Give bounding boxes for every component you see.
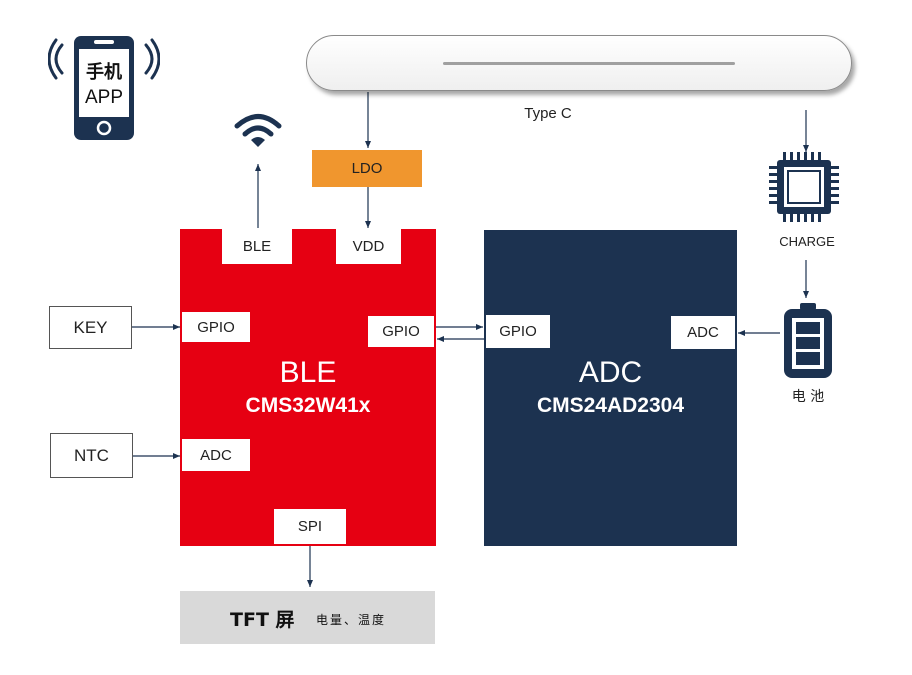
ble-pin-ble: BLE	[222, 229, 292, 264]
ldo-label: LDO	[351, 160, 383, 177]
ntc-input: NTC	[50, 433, 133, 478]
ldo-block: LDO	[312, 150, 422, 187]
ble-pin-spi: SPI	[274, 509, 346, 544]
tft-label: TFT 屏	[230, 609, 295, 631]
battery-label: 电 池	[791, 389, 825, 405]
key-input: KEY	[49, 306, 132, 349]
adc-chip-part: CMS24AD2304	[536, 394, 685, 417]
adc-pin-adc: ADC	[671, 316, 735, 349]
charge-label: CHARGE	[779, 234, 835, 249]
charge-chip-icon	[769, 152, 839, 222]
phone-app-line1: 手机	[86, 62, 122, 83]
ble-pin-vdd: VDD	[336, 229, 401, 264]
ble-pin-gpio-left: GPIO	[182, 312, 250, 342]
adc-pin-gpio: GPIO	[486, 315, 550, 348]
tft-sub-label: 电量、温度	[316, 613, 387, 627]
tft-display: TFT 屏 电量、温度	[180, 591, 435, 644]
ldo-bg	[312, 150, 422, 187]
ble-pin-gpio-right: GPIO	[368, 316, 434, 347]
phone-app-icon: 手机 APP	[48, 35, 160, 143]
wifi-icon	[234, 114, 282, 147]
ble-pin-adc: ADC	[182, 439, 250, 471]
phone-app-line2: APP	[84, 87, 124, 108]
signal-waves-icon	[48, 36, 160, 140]
adc-chip-title: ADC	[578, 356, 643, 389]
ble-chip	[180, 229, 436, 546]
ble-chip-part: CMS32W41x	[245, 394, 371, 417]
adc-chip	[484, 230, 737, 546]
battery-icon	[784, 303, 832, 378]
type-c-label: Type C	[524, 105, 572, 122]
type-c-connector	[306, 35, 852, 91]
type-c-slot	[443, 62, 735, 65]
ble-chip-title: BLE	[279, 356, 337, 389]
